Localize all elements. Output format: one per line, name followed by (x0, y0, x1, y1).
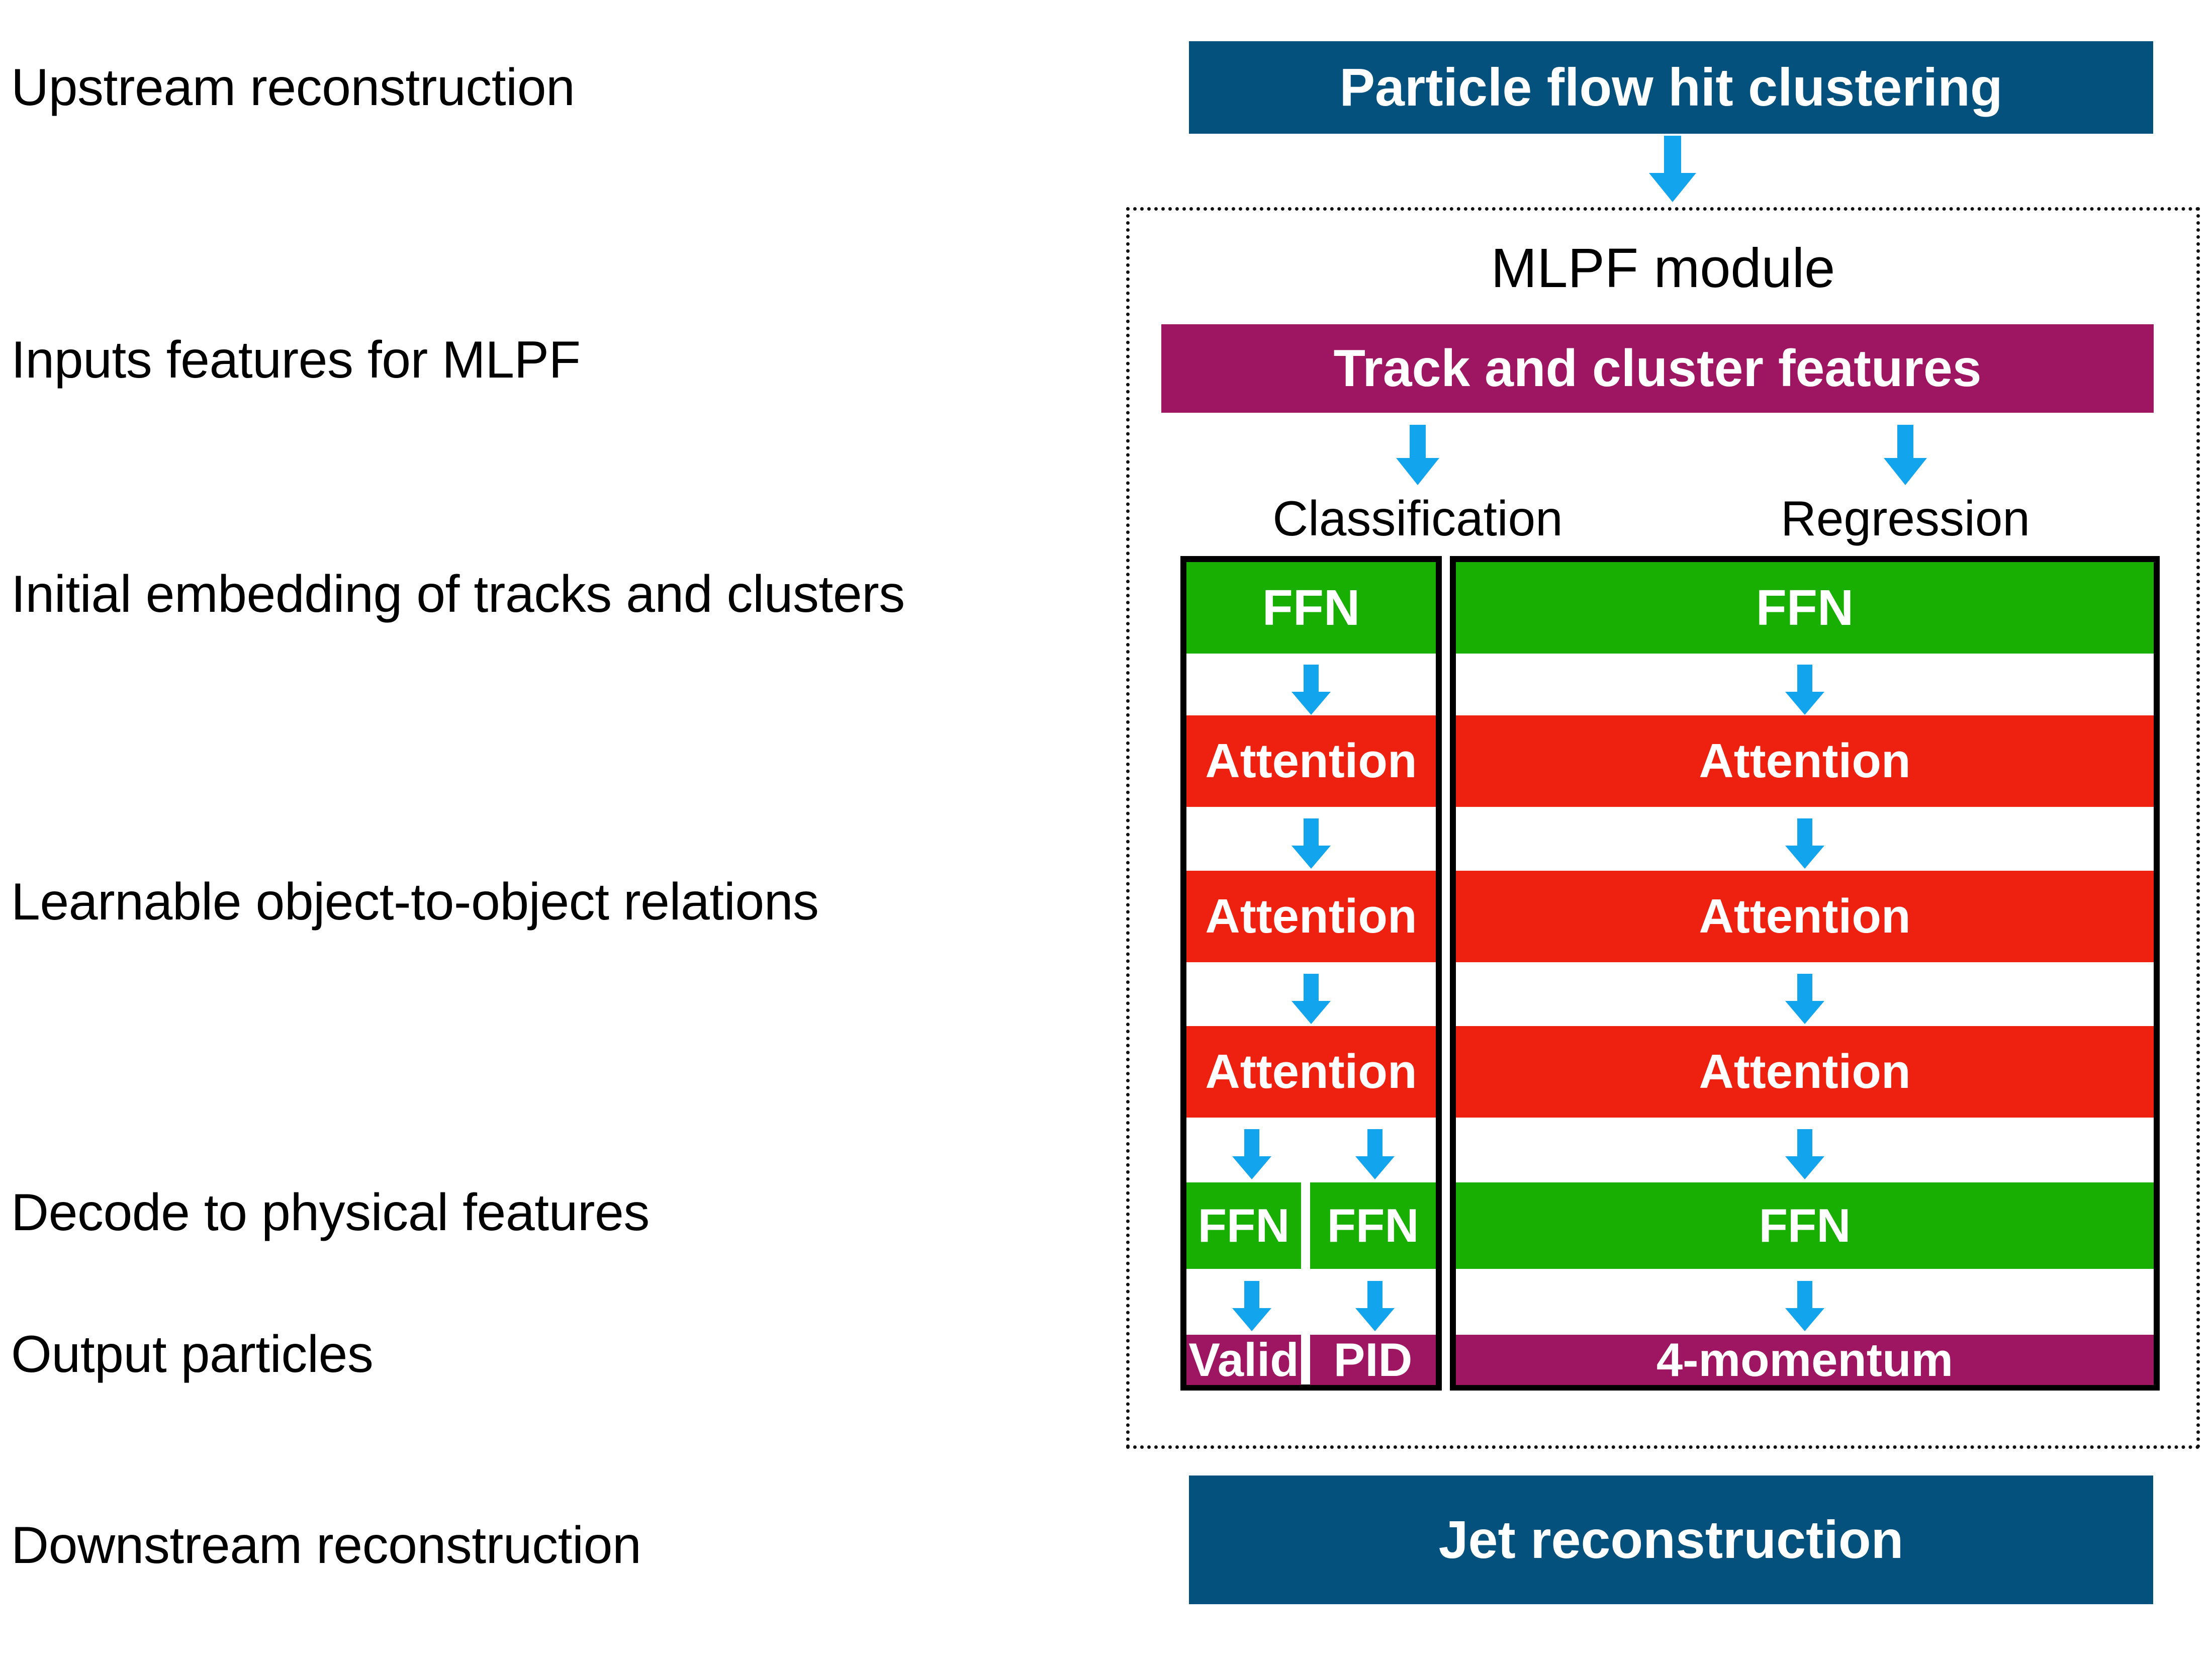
classification-ffn-decoder-pid-label: FFN (1327, 1199, 1419, 1252)
branch-label-regression: Regression (1781, 491, 2030, 546)
down-arrow-icon-cls-1 (1288, 665, 1334, 715)
output-4momentum-label: 4-momentum (1656, 1333, 1954, 1386)
stage-label-input-features: Inputs features for MLPF (11, 331, 581, 389)
mlpf-module-frame (1126, 207, 2200, 1449)
down-arrow-icon-cls-pid (1352, 1129, 1398, 1179)
regression-attention-box-1[interactable]: Attention (1456, 715, 2154, 807)
classification-ffn-encoder-box[interactable]: FFN (1186, 562, 1436, 654)
classification-attention-box-2[interactable]: Attention (1186, 871, 1436, 962)
classification-ffn-decoder-valid-box[interactable]: FFN (1186, 1182, 1301, 1269)
classification-attention-label-3: Attention (1205, 1045, 1417, 1098)
classification-attention-label-2: Attention (1205, 889, 1417, 943)
down-arrow-icon-cls-3 (1288, 974, 1334, 1024)
stage-label-upstream-reconstruction: Upstream reconstruction (11, 58, 575, 117)
particle-flow-hit-clustering-label: Particle flow hit clustering (1339, 57, 2003, 117)
output-valid-box[interactable]: Valid (1186, 1333, 1301, 1386)
jet-reconstruction-label: Jet reconstruction (1438, 1510, 1904, 1570)
jet-reconstruction-box[interactable]: Jet reconstruction (1189, 1476, 2153, 1604)
track-and-cluster-features-label: Track and cluster features (1333, 339, 1982, 398)
classification-ffn-encoder-label: FFN (1262, 579, 1360, 636)
regression-attention-box-2[interactable]: Attention (1456, 871, 2154, 962)
down-arrow-icon-cls-valid (1229, 1129, 1274, 1179)
regression-ffn-decoder-label: FFN (1759, 1199, 1851, 1252)
stage-label-initial-embedding: Initial embedding of tracks and clusters (11, 565, 905, 623)
regression-attention-box-3[interactable]: Attention (1456, 1026, 2154, 1118)
regression-attention-label-2: Attention (1699, 889, 1911, 943)
stage-label-learnable-relations: Learnable object-to-object relations (11, 873, 819, 931)
regression-ffn-encoder-label: FFN (1756, 579, 1854, 636)
down-arrow-icon-to-regression (1880, 425, 1930, 485)
mlpf-module-title: MLPF module (1491, 237, 1835, 299)
down-arrow-icon-to-classification (1393, 425, 1443, 485)
track-and-cluster-features-box[interactable]: Track and cluster features (1161, 324, 2154, 413)
down-arrow-icon-cls-2 (1288, 818, 1334, 869)
classification-attention-box-1[interactable]: Attention (1186, 715, 1436, 807)
down-arrow-icon-4momentum (1782, 1281, 1827, 1331)
classification-ffn-decoder-valid-label: FFN (1197, 1199, 1290, 1252)
down-arrow-icon-reg-decoder (1782, 1129, 1827, 1179)
output-pid-label: PID (1333, 1333, 1413, 1386)
down-arrow-icon-valid (1229, 1281, 1274, 1331)
output-4momentum-box[interactable]: 4-momentum (1456, 1333, 2154, 1386)
regression-ffn-encoder-box[interactable]: FFN (1456, 562, 2154, 654)
classification-ffn-decoder-pid-box[interactable]: FFN (1310, 1182, 1436, 1269)
stage-label-output-particles: Output particles (11, 1325, 374, 1384)
classification-attention-label-1: Attention (1205, 734, 1417, 788)
down-arrow-icon-pid (1352, 1281, 1398, 1331)
down-arrow-icon-reg-1 (1782, 665, 1827, 715)
particle-flow-hit-clustering-box[interactable]: Particle flow hit clustering (1189, 41, 2153, 134)
down-arrow-icon-reg-2 (1782, 818, 1827, 869)
stage-label-decode-physical-features: Decode to physical features (11, 1183, 650, 1242)
classification-attention-box-3[interactable]: Attention (1186, 1026, 1436, 1118)
regression-attention-label-3: Attention (1699, 1045, 1911, 1098)
output-pid-box[interactable]: PID (1310, 1333, 1436, 1386)
stage-label-downstream-reconstruction: Downstream reconstruction (11, 1516, 641, 1575)
branch-label-classification: Classification (1272, 491, 1563, 546)
down-arrow-icon-upstream-to-module (1645, 136, 1700, 202)
output-valid-label: Valid (1188, 1333, 1299, 1386)
down-arrow-icon-reg-3 (1782, 974, 1827, 1024)
regression-attention-label-1: Attention (1699, 734, 1911, 788)
regression-ffn-decoder-box[interactable]: FFN (1456, 1182, 2154, 1269)
